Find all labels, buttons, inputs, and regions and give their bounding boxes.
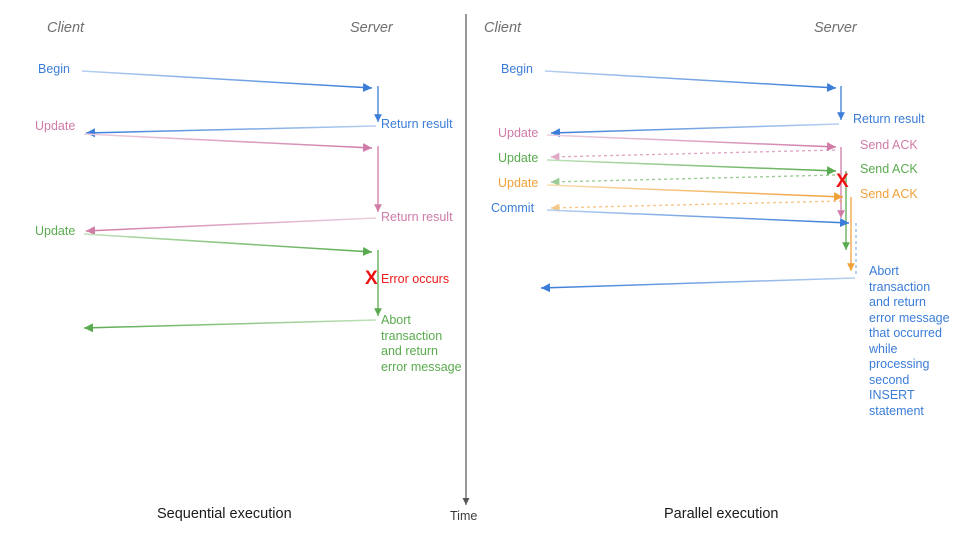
arrow-update-green-request xyxy=(83,233,373,256)
arrow-return-result xyxy=(550,123,840,138)
sequential-label-error-occurs: Error occurs xyxy=(381,272,450,286)
sequential-client-header: Client xyxy=(47,20,85,36)
time-axis-label: Time xyxy=(450,509,478,523)
parallel-caption: Parallel execution xyxy=(664,506,779,522)
arrow-update-pink-request xyxy=(83,133,373,153)
parallel-arrows xyxy=(540,70,857,293)
sequential-caption: Sequential execution xyxy=(157,506,292,522)
sequential-label-return-result-2: Return result xyxy=(381,210,453,224)
sequential-server-header: Server xyxy=(350,20,393,36)
parallel-error-x-icon: X xyxy=(836,171,849,192)
sequential-arrows xyxy=(81,70,382,333)
arrow-ack-pink xyxy=(550,149,836,161)
parallel-client-header: Client xyxy=(484,20,522,36)
parallel-label-commit: Commit xyxy=(491,201,535,215)
parallel-label-begin: Begin xyxy=(501,62,533,76)
parallel-label-update-green: Update xyxy=(498,151,539,165)
parallel-server-header: Server xyxy=(814,20,857,36)
sequential-label-abort: Abort transaction and return error messa… xyxy=(381,313,462,374)
arrow-ack-green xyxy=(550,174,836,186)
arrow-update-pink-request xyxy=(546,134,837,152)
arrow-abort-response xyxy=(83,319,377,333)
parallel-label-ack-orange: Send ACK xyxy=(860,187,918,201)
sequential-label-begin: Begin xyxy=(38,62,70,76)
arrow-commit-request xyxy=(546,209,850,228)
parallel-label-abort: Abort transaction and return error messa… xyxy=(869,264,950,418)
parallel-label-ack-green: Send ACK xyxy=(860,162,918,176)
parallel-label-update-pink: Update xyxy=(498,126,539,140)
arrow-return-result-2 xyxy=(85,217,377,236)
sequential-error-x-icon: X xyxy=(365,268,378,289)
sequential-label-update-pink: Update xyxy=(35,119,76,133)
arrow-begin-request xyxy=(544,70,837,92)
sequential-label-update-green: Update xyxy=(35,224,76,238)
arrow-update-orange-request xyxy=(546,184,844,202)
arrow-ack-orange xyxy=(550,200,843,212)
arrow-update-green-request xyxy=(546,159,837,176)
parallel-label-update-orange: Update xyxy=(498,176,539,190)
arrow-return-result-1 xyxy=(85,125,377,138)
parallel-label-return-result: Return result xyxy=(853,112,925,126)
arrow-begin-request xyxy=(81,70,373,92)
parallel-label-ack-pink: Send ACK xyxy=(860,138,918,152)
arrow-abort-response xyxy=(540,277,856,293)
sequential-label-return-result-1: Return result xyxy=(381,117,453,131)
